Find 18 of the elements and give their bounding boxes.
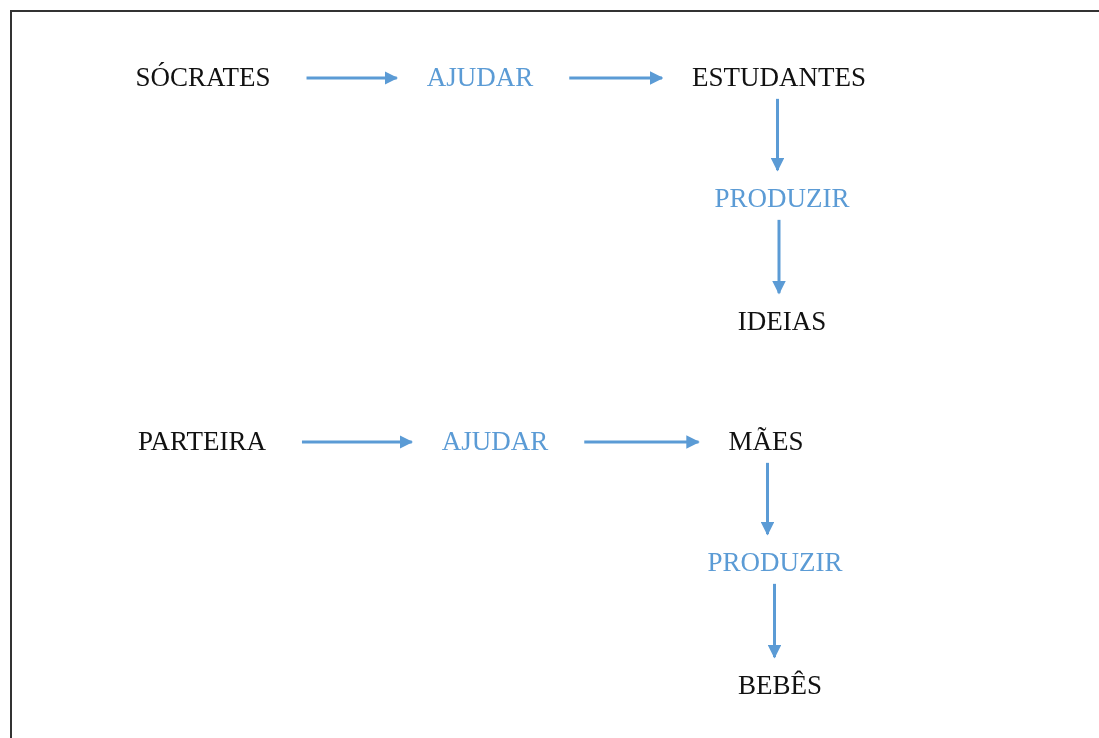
arrow — [569, 71, 664, 85]
action-label: PRODUZIR — [707, 548, 843, 578]
term-label: BEBÊS — [738, 671, 822, 701]
action-label: PRODUZIR — [714, 184, 850, 214]
arrow — [301, 435, 414, 449]
arrow — [584, 435, 700, 449]
term-label: IDEIAS — [737, 307, 827, 337]
term-label: PARTEIRA — [138, 427, 266, 457]
term-label: ESTUDANTES — [692, 63, 866, 93]
action-label: AJUDAR — [426, 63, 534, 93]
arrow — [306, 71, 399, 85]
arrow — [770, 98, 785, 172]
arrow — [760, 462, 775, 536]
arrow — [772, 219, 786, 295]
arrow — [767, 583, 782, 659]
term-label: MÃES — [728, 427, 804, 457]
action-label: AJUDAR — [441, 427, 549, 457]
term-label: SÓCRATES — [135, 63, 271, 93]
